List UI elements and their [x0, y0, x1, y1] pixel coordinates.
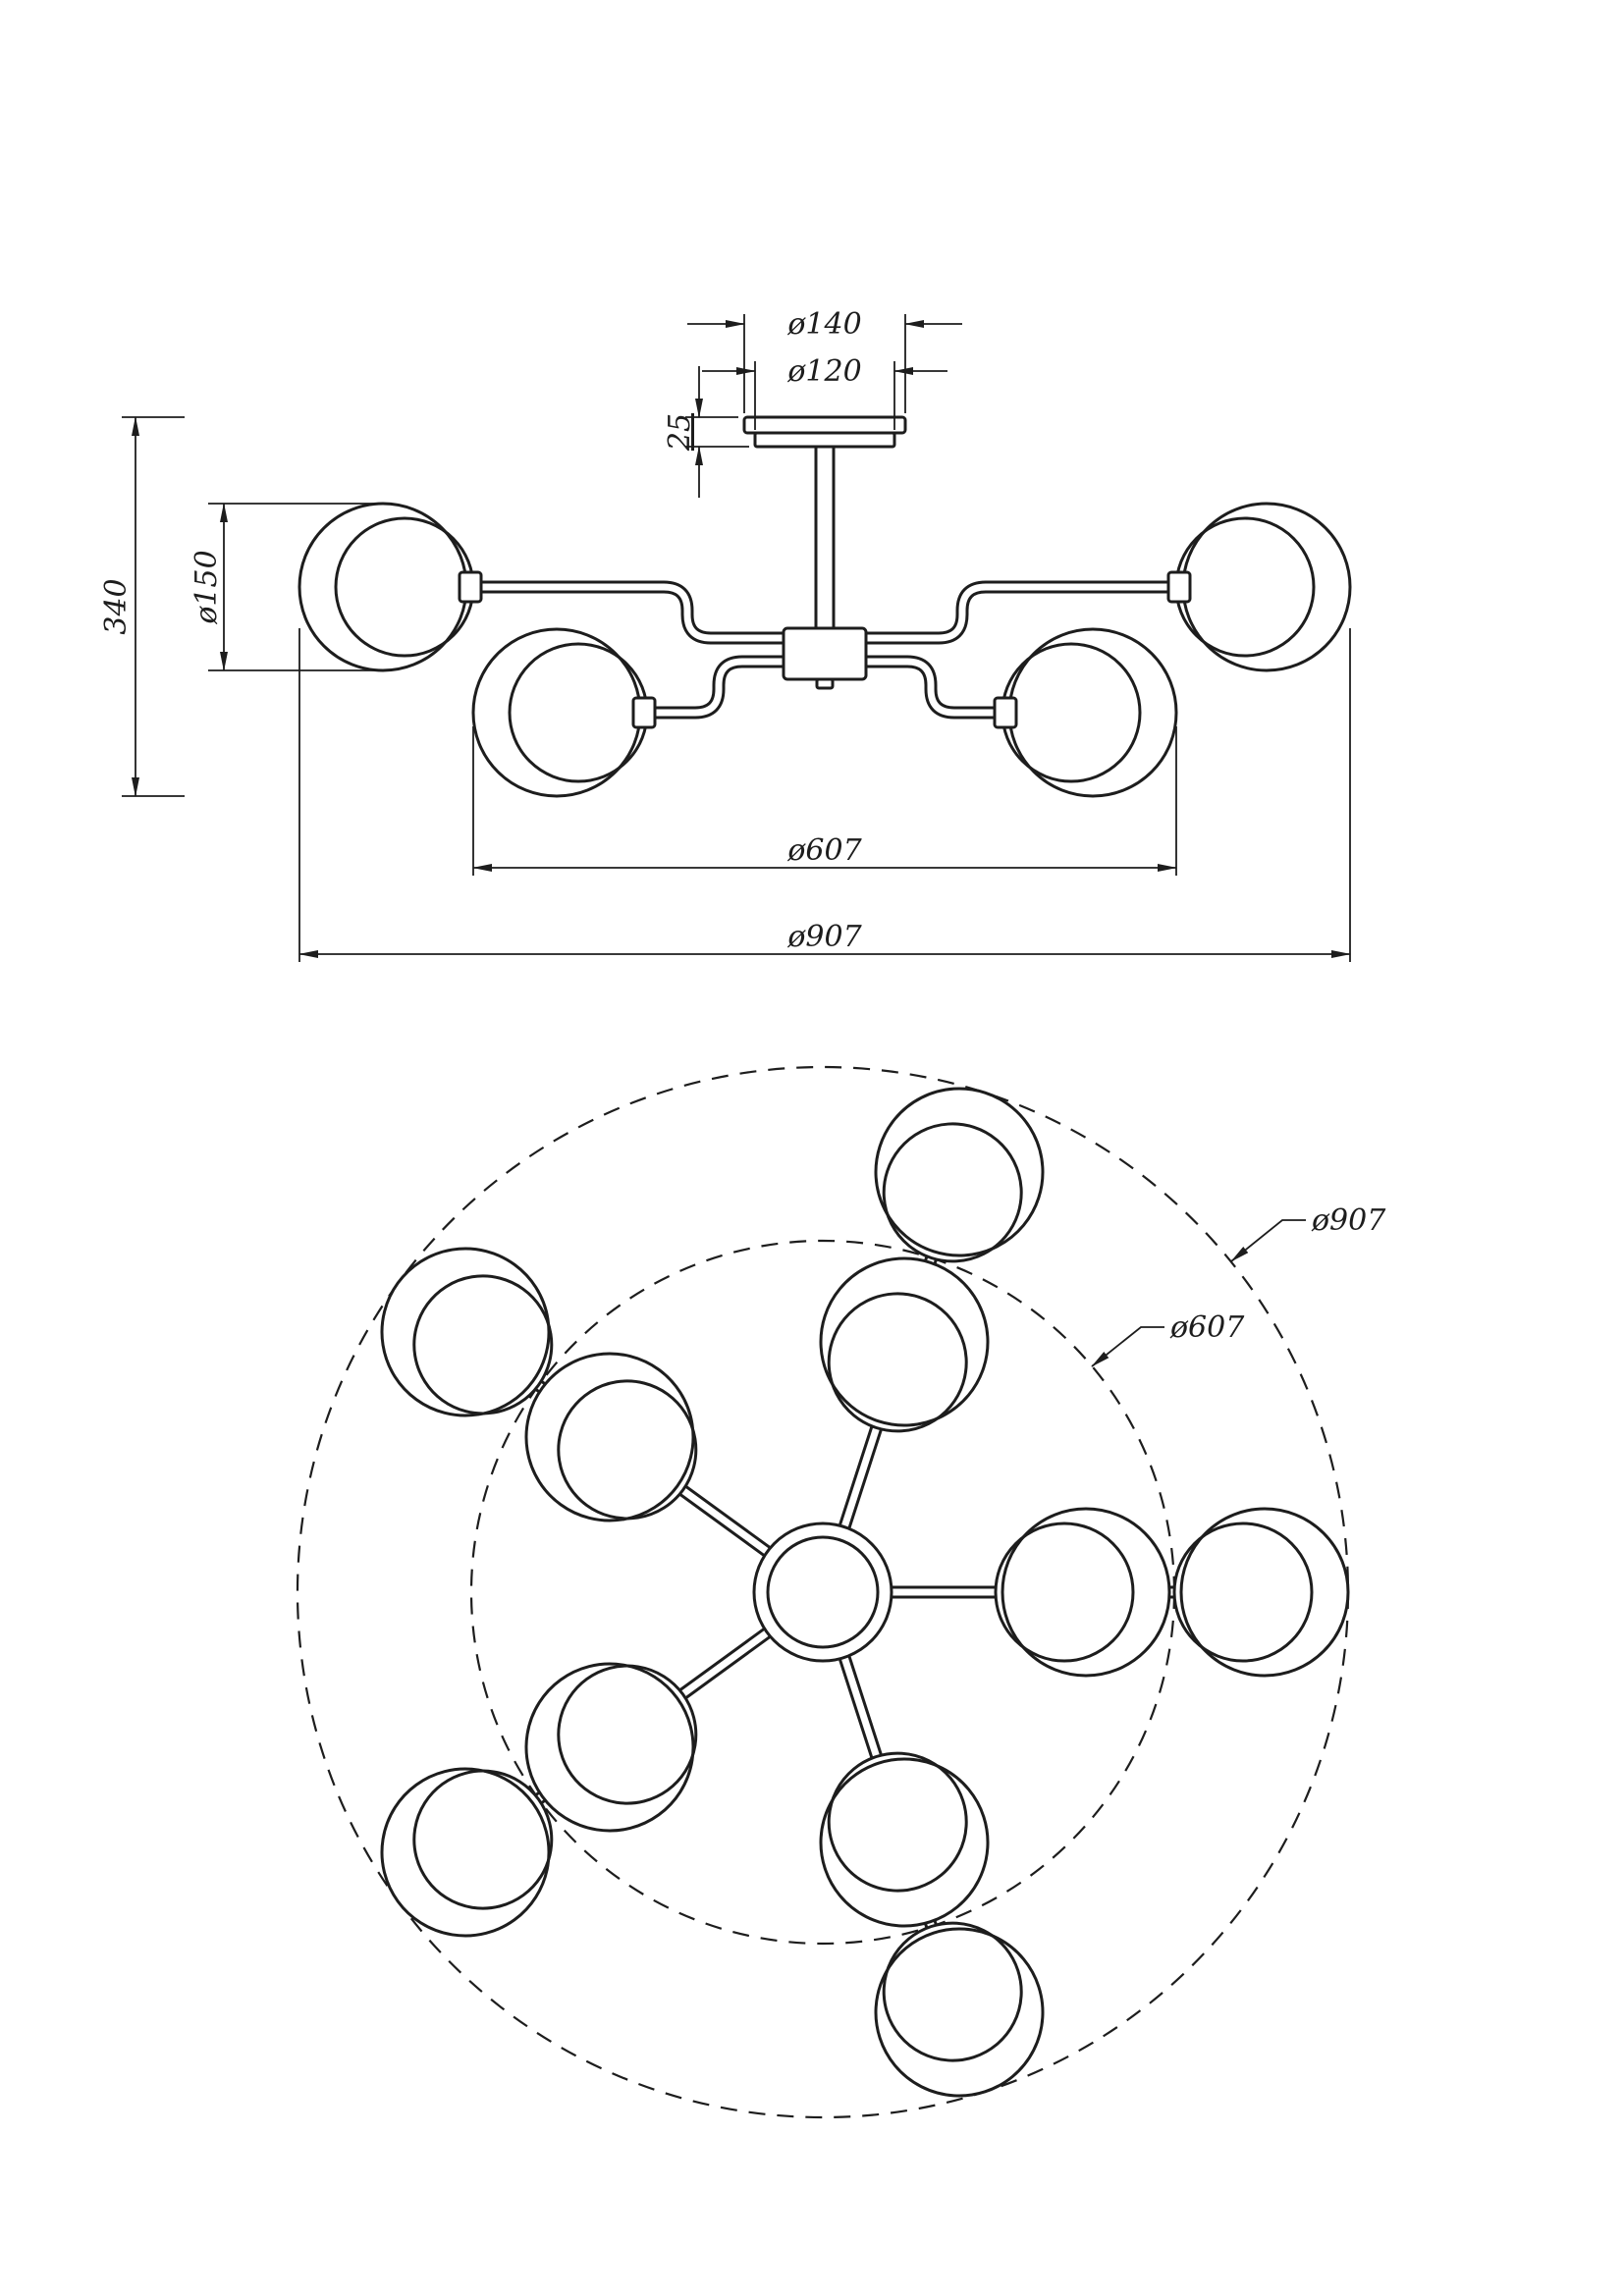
side-view: ø140 ø120 25 ø150: [99, 307, 1350, 962]
canopy-step: [753, 431, 896, 449]
dim-label-outer-span: ø907: [786, 920, 862, 954]
dim-label-inner-span: ø607: [786, 833, 862, 868]
dim-label-plan-inner: ø607: [1169, 1310, 1245, 1345]
dim-outer-span: ø907: [298, 628, 1351, 962]
leader-inner-circle: ø607: [1091, 1310, 1245, 1367]
dim-canopy-outer-diameter: ø140: [687, 307, 962, 413]
dim-globe-diameter: ø150: [189, 503, 379, 671]
hub-nub: [815, 677, 835, 690]
hub-inner-circle: [766, 1535, 880, 1649]
leader-line: [1230, 1219, 1306, 1262]
dim-label-canopy-height: 25: [663, 413, 697, 452]
canopy-plate: [742, 415, 907, 435]
hub-body: [782, 626, 868, 681]
dim-canopy-height: 25: [663, 366, 749, 498]
globe-inner: [795, 1729, 1011, 1949]
stem: [814, 443, 836, 635]
globe-outer: [1172, 1507, 1350, 1678]
globe-outer: [850, 1898, 1066, 2119]
dim-inner-span: ø607: [472, 726, 1177, 876]
dim-label-canopy-outer: ø140: [786, 307, 861, 342]
leader-line: [1091, 1326, 1164, 1367]
globe-inner: [994, 1507, 1171, 1678]
dim-label-globe-diameter: ø150: [189, 550, 224, 624]
hub-outer-circle: [752, 1522, 893, 1663]
side-left-assembly: [299, 504, 791, 796]
dim-canopy-inner-diameter: ø120: [702, 354, 947, 430]
side-right-assembly: [858, 504, 1350, 796]
globe-outer: [850, 1065, 1066, 1286]
dim-total-height: 340: [99, 416, 185, 797]
dim-label-canopy-inner: ø120: [786, 354, 861, 389]
globe-inner: [795, 1235, 1011, 1456]
dim-label-total-height: 340: [99, 578, 134, 634]
dim-label-plan-outer: ø907: [1311, 1203, 1386, 1238]
plan-view: ø907 ø607: [296, 1065, 1386, 2119]
leader-outer-circle: ø907: [1230, 1203, 1386, 1262]
